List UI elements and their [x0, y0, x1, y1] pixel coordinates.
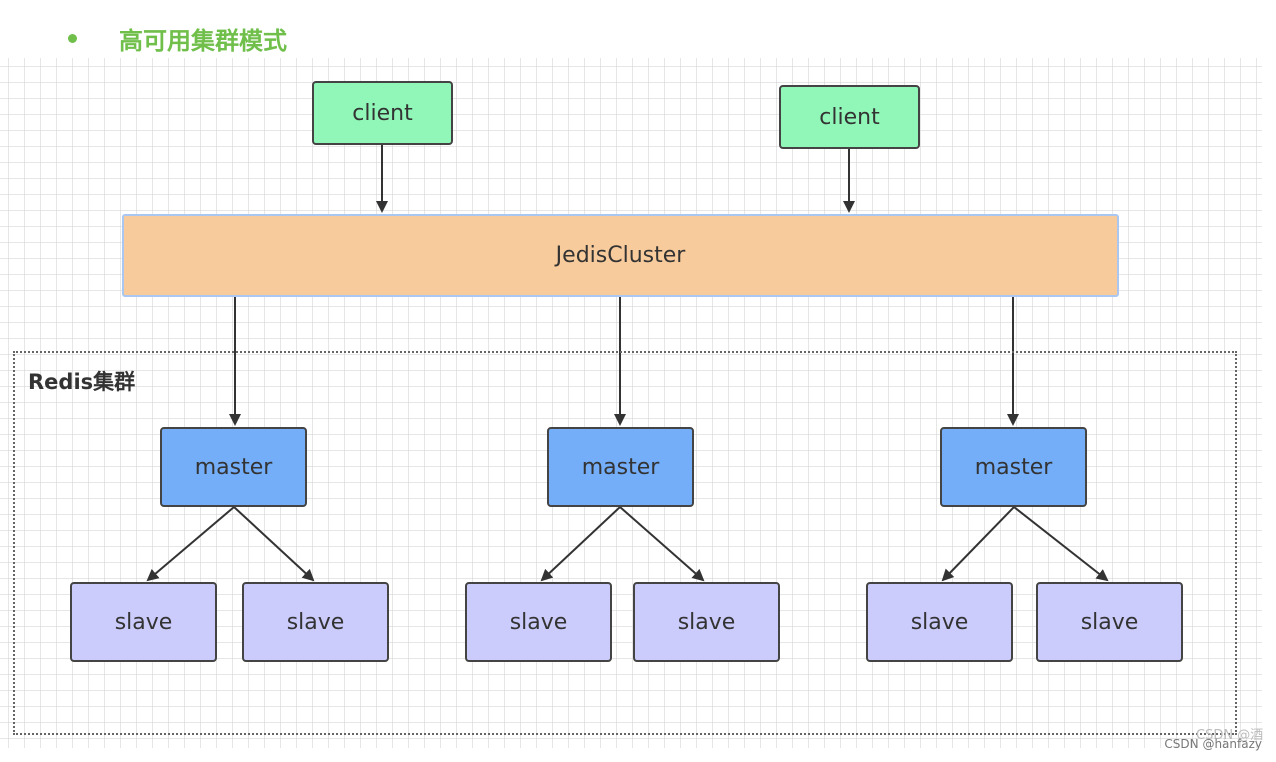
slave-node-3a: slave: [866, 582, 1013, 662]
watermark: CSDN @hanfazy: [1164, 737, 1262, 751]
jedis-cluster-node: JedisCluster: [122, 214, 1119, 297]
slave-node-3b-label: slave: [1080, 609, 1139, 635]
master-node-1: master: [160, 427, 307, 507]
edge-master1-slave2: [233, 506, 315, 582]
bullet-icon: [68, 33, 77, 43]
heading-title: 高可用集群模式: [119, 26, 287, 55]
slave-node-1b-label: slave: [286, 609, 345, 635]
watermark-ghost: CSDN @酒: [1196, 728, 1264, 743]
jedis-cluster-label: JedisCluster: [555, 243, 686, 268]
client-node-2-label: client: [819, 104, 880, 130]
client-node-1: client: [312, 81, 453, 145]
master-node-3-label: master: [974, 454, 1053, 480]
master-node-2: master: [547, 427, 694, 507]
edge-master2-slave2: [619, 506, 705, 582]
master-node-3: master: [940, 427, 1087, 507]
edge-master3-slave1: [941, 506, 1015, 582]
slave-node-2b-label: slave: [677, 609, 736, 635]
edge-master3-slave2: [1013, 506, 1109, 582]
slave-node-2b: slave: [633, 582, 780, 662]
client-node-2: client: [779, 85, 920, 149]
edge-master1-slave1: [146, 506, 235, 582]
client-node-1-label: client: [352, 100, 413, 126]
slave-node-2a-label: slave: [509, 609, 568, 635]
master-node-1-label: master: [194, 454, 273, 480]
slave-node-1a-label: slave: [114, 609, 173, 635]
redis-cluster-group: [13, 351, 1237, 735]
section-heading: 高可用集群模式: [60, 18, 287, 58]
slave-node-2a: slave: [465, 582, 612, 662]
slave-node-1b: slave: [242, 582, 389, 662]
redis-cluster-label: Redis集群: [28, 370, 136, 394]
edge-master2-slave1: [540, 506, 621, 582]
slave-node-3b: slave: [1036, 582, 1183, 662]
slave-node-1a: slave: [70, 582, 217, 662]
slave-node-3a-label: slave: [910, 609, 969, 635]
master-node-2-label: master: [581, 454, 660, 480]
